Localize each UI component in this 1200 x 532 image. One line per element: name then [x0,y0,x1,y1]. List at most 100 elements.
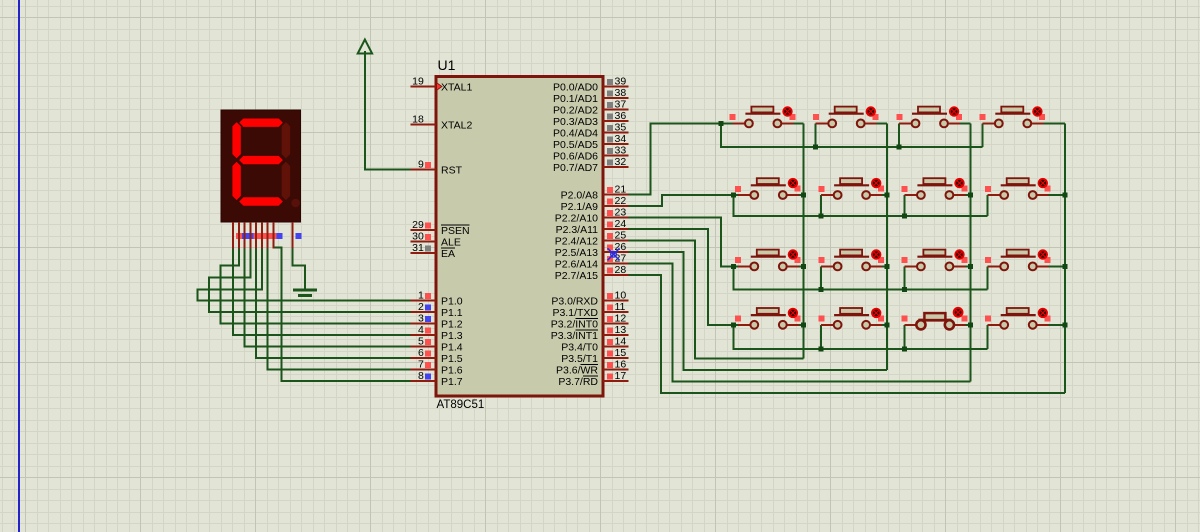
keypad-button-r2c4[interactable] [985,177,1051,200]
button-state-square-right [961,315,968,322]
button-actuator-icon[interactable] [871,307,882,319]
button-actuator-icon[interactable] [782,106,793,117]
button-actuator-icon[interactable] [865,106,876,117]
button-actuator-icon[interactable] [1037,249,1049,260]
keypad-button-r3c2[interactable] [818,248,884,272]
wire-display-common-to-ground[interactable] [291,248,306,290]
wire-seg-g-to-p1.6[interactable] [266,248,413,371]
wire-seg-b-to-p1.2[interactable] [219,248,413,325]
button-actuator-icon[interactable] [954,249,965,260]
chip-body[interactable] [434,75,605,398]
wire-p2.0-to-keypad-row1[interactable] [627,122,733,196]
keypad-button-r1c4[interactable] [979,105,1046,129]
wire-keypad-row1-bus[interactable] [720,123,983,148]
button-actuator-icon[interactable] [871,249,882,260]
button-actuator-icon[interactable] [787,307,799,319]
button-actuator-icon[interactable] [1037,307,1049,319]
seven-segment-display[interactable] [220,109,302,249]
wire-seg-f-to-p1.0[interactable] [196,248,413,302]
keypad-button-r2c1[interactable] [735,177,801,200]
wire-p2.2-to-keypad-row3[interactable] [627,216,739,268]
keypad-button-r2c2[interactable] [818,177,884,200]
button-actuator-icon[interactable] [948,106,960,117]
pin-name-label: P2.4/A12 [555,235,598,247]
ground-terminal[interactable] [292,288,317,297]
wire-power-to-rst[interactable] [363,51,412,171]
keypad-button-r4c3[interactable] [901,306,968,331]
wire-seg-c-to-p1.4[interactable] [243,248,413,348]
keypad-button-r2c3[interactable] [901,177,968,200]
button-actuator-icon[interactable] [952,306,964,318]
keypad-button-r4c4[interactable] [985,307,1051,330]
keypad-button-r3c3[interactable] [901,248,968,272]
keypad-button-r1c1[interactable] [729,105,796,129]
keypad-button-r1c2[interactable] [813,105,879,129]
wire-seg-e-to-p1.5[interactable] [255,248,412,359]
wire-p2.1-to-keypad-row2[interactable] [627,194,739,207]
power-terminal[interactable] [356,37,374,55]
keypad-button-r1c3[interactable] [896,105,962,129]
keypad-button-r3c4[interactable] [985,248,1051,272]
wire-p2.5-to-keypad-col2[interactable] [627,251,887,372]
wire-seg-a-to-p1.3[interactable] [232,248,412,336]
button-terminal-right [939,118,949,129]
wire-seg-dp-to-p1.7[interactable] [273,246,412,382]
button-actuator-icon[interactable] [787,177,799,189]
keypad-button-r4c1[interactable] [735,307,801,330]
wire-p2.3-to-keypad-row4[interactable] [627,228,739,326]
wire-seg-d-to-p1.1[interactable] [208,248,412,313]
wire-p2.4-to-keypad-col1[interactable] [627,239,804,360]
button-actuator-icon[interactable] [1037,177,1049,189]
button-actuator-icon[interactable] [787,249,799,260]
button-actuator-icon[interactable] [871,177,882,189]
wire-p2.7-to-keypad-col4[interactable] [627,274,1065,394]
button-actuator-icon[interactable] [954,177,965,189]
wire-p2.6-to-keypad-col3[interactable] [627,262,971,383]
keypad-button-r4c2[interactable] [818,307,884,330]
button-state-square-left [985,315,991,322]
keypad-button-r3c1[interactable] [735,248,801,272]
button-terminal-right [861,261,871,272]
button-actuator-icon[interactable] [1032,106,1043,117]
